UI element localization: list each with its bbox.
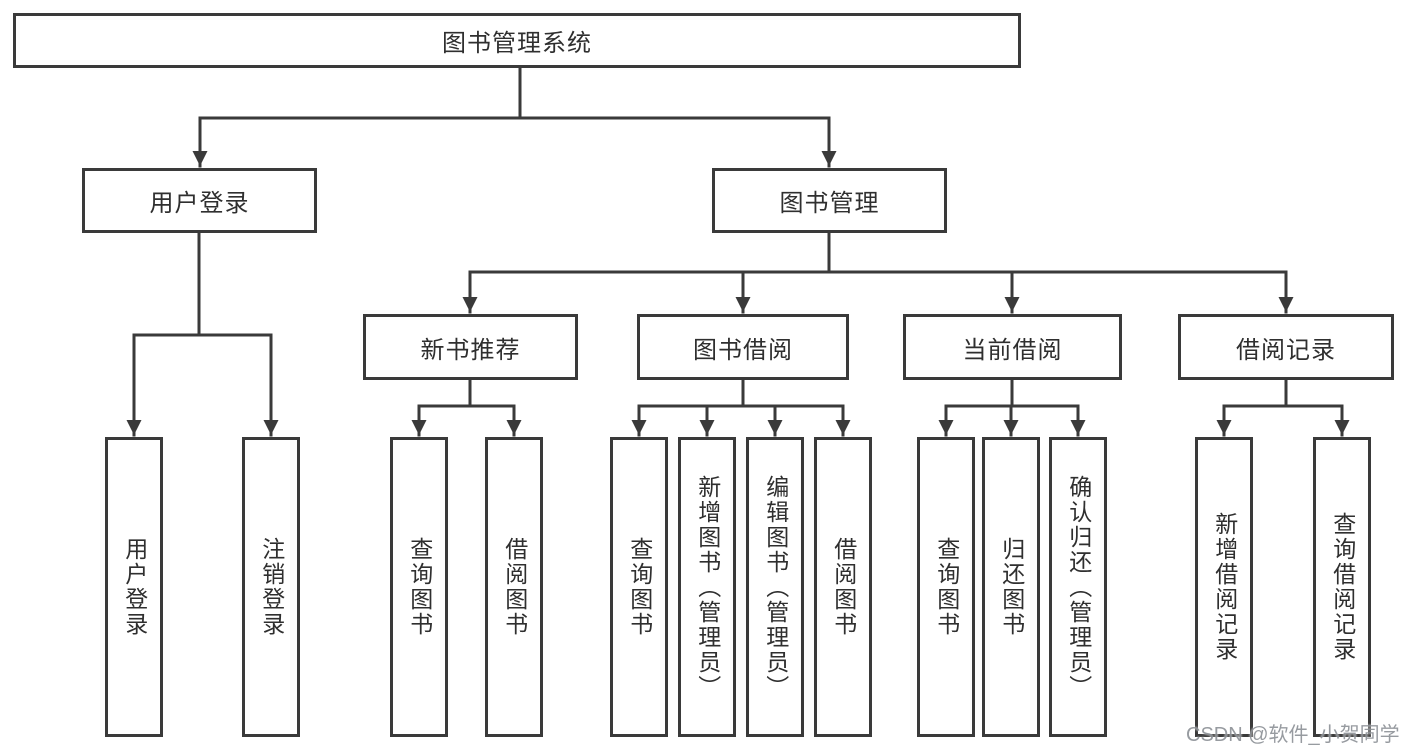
leaf-borrowing-query-books: 查询图书 — [610, 437, 668, 737]
leaf-current-return-books: 归还图书 — [982, 437, 1040, 737]
node-borrowing-records: 借阅记录 — [1178, 314, 1394, 380]
leaf-logout: 注销登录 — [242, 437, 300, 737]
node-current-borrowing: 当前借阅 — [903, 314, 1122, 380]
leaf-recommend-borrow-books: 借阅图书 — [485, 437, 543, 737]
connector-bookborrow-to-leaves — [631, 378, 851, 437]
connector-userlogin-to-leaves — [126, 231, 279, 437]
leaf-records-query-borrow-record: 查询借阅记录 — [1313, 437, 1371, 737]
csdn-watermark: CSDN @软件_小贺同学 — [1186, 724, 1400, 746]
node-book-management: 图书管理 — [712, 168, 947, 233]
connector-currentborrow-to-leaves — [938, 378, 1086, 437]
leaf-recommend-query-books: 查询图书 — [390, 437, 448, 737]
node-user-login: 用户登录 — [82, 168, 317, 233]
leaf-borrowing-edit-books-admin: 编辑图书（管理员） — [746, 437, 804, 737]
leaf-records-add-borrow-record: 新增借阅记录 — [1195, 437, 1253, 737]
connector-root-to-level2 — [192, 66, 837, 168]
leaf-current-query-books: 查询图书 — [917, 437, 975, 737]
connector-bookmgmt-to-level3 — [462, 231, 1294, 314]
connector-borrowrecord-to-leaves — [1216, 378, 1350, 437]
connector-newbookrec-to-leaves — [411, 378, 522, 437]
node-new-book-recommend: 新书推荐 — [363, 314, 578, 380]
leaf-user-login: 用户登录 — [105, 437, 163, 737]
leaf-current-confirm-return-admin: 确认归还（管理员） — [1049, 437, 1107, 737]
node-book-borrowing: 图书借阅 — [637, 314, 849, 380]
leaf-borrowing-borrow-books: 借阅图书 — [814, 437, 872, 737]
node-root: 图书管理系统 — [13, 13, 1021, 68]
leaf-borrowing-add-books-admin: 新增图书（管理员） — [678, 437, 736, 737]
